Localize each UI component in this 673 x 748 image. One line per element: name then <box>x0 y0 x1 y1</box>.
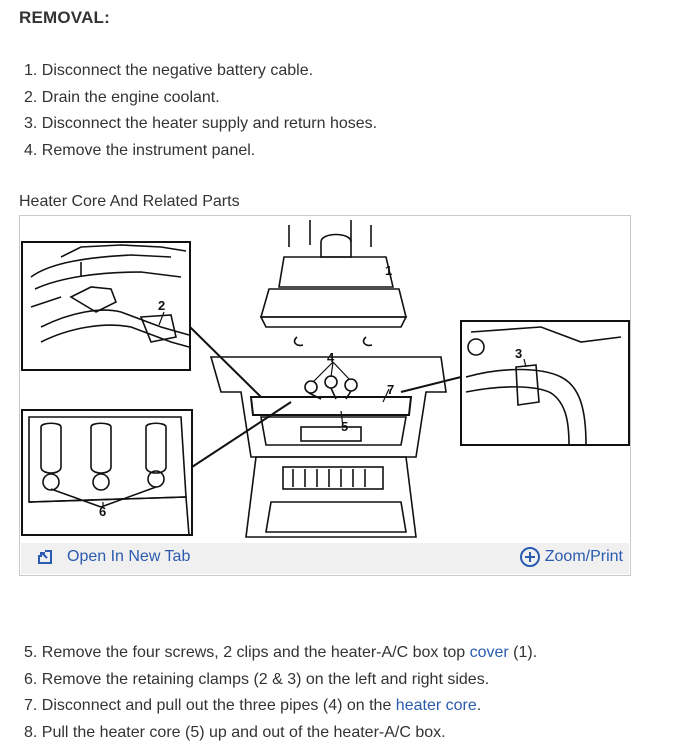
heater-core-diagram[interactable]: 1 2 3 4 5 6 7 <box>21 217 631 544</box>
zoom-plus-icon <box>519 546 541 568</box>
removal-steps-list: 1. Disconnect the negative battery cable… <box>24 58 377 164</box>
heater-ac-box <box>209 356 447 538</box>
step-text: 5. Remove the four screws, 2 clips and t… <box>24 644 470 661</box>
step-item: 6. Remove the retaining clamps (2 & 3) o… <box>24 670 490 688</box>
figure-toolbar: Open In New Tab Zoom/Print <box>21 543 629 574</box>
removal-steps-list-continued: 5. Remove the four screws, 2 clips and t… <box>24 640 537 746</box>
step-text: (1). <box>508 644 538 661</box>
open-in-new-tab-icon <box>35 547 55 567</box>
callout-6: 6 <box>99 504 106 519</box>
step-item: 4. Remove the instrument panel. <box>24 141 256 159</box>
open-in-new-tab-label: Open In New Tab <box>67 548 191 565</box>
callout-4: 4 <box>327 350 335 365</box>
top-cover-part <box>259 220 408 347</box>
heater-core-link[interactable]: heater core <box>395 697 477 714</box>
callout-2: 2 <box>158 298 165 313</box>
inset-clamp-right <box>460 320 630 446</box>
step-text: 7. Disconnect and pull out the three pip… <box>24 697 396 714</box>
callout-1: 1 <box>385 263 392 278</box>
step-item: 7. Disconnect and pull out the three pip… <box>24 693 537 720</box>
callout-7: 7 <box>387 382 394 397</box>
inset-clamp-left <box>21 241 191 371</box>
step-item: 5. Remove the four screws, 2 clips and t… <box>24 640 537 667</box>
zoom-print-button[interactable]: Zoom/Print <box>519 546 623 568</box>
callout-5: 5 <box>341 419 348 434</box>
step-item: 8. Pull the heater core (5) up and out o… <box>24 723 446 741</box>
step-text: . <box>476 697 482 714</box>
zoom-print-label: Zoom/Print <box>544 548 623 565</box>
open-in-new-tab-button[interactable]: Open In New Tab <box>35 547 190 567</box>
figure-caption: Heater Core And Related Parts <box>19 193 240 210</box>
inset-pipes <box>21 409 193 536</box>
figure-container: 1 2 3 4 5 6 7 Open In New Tab <box>19 215 631 576</box>
section-heading: REMOVAL: <box>19 8 110 27</box>
callout-3: 3 <box>515 346 522 361</box>
cover-link[interactable]: cover <box>469 644 509 661</box>
step-item: 2. Drain the engine coolant. <box>24 88 220 106</box>
step-item: 1. Disconnect the negative battery cable… <box>24 62 314 79</box>
step-item: 3. Disconnect the heater supply and retu… <box>24 115 378 132</box>
